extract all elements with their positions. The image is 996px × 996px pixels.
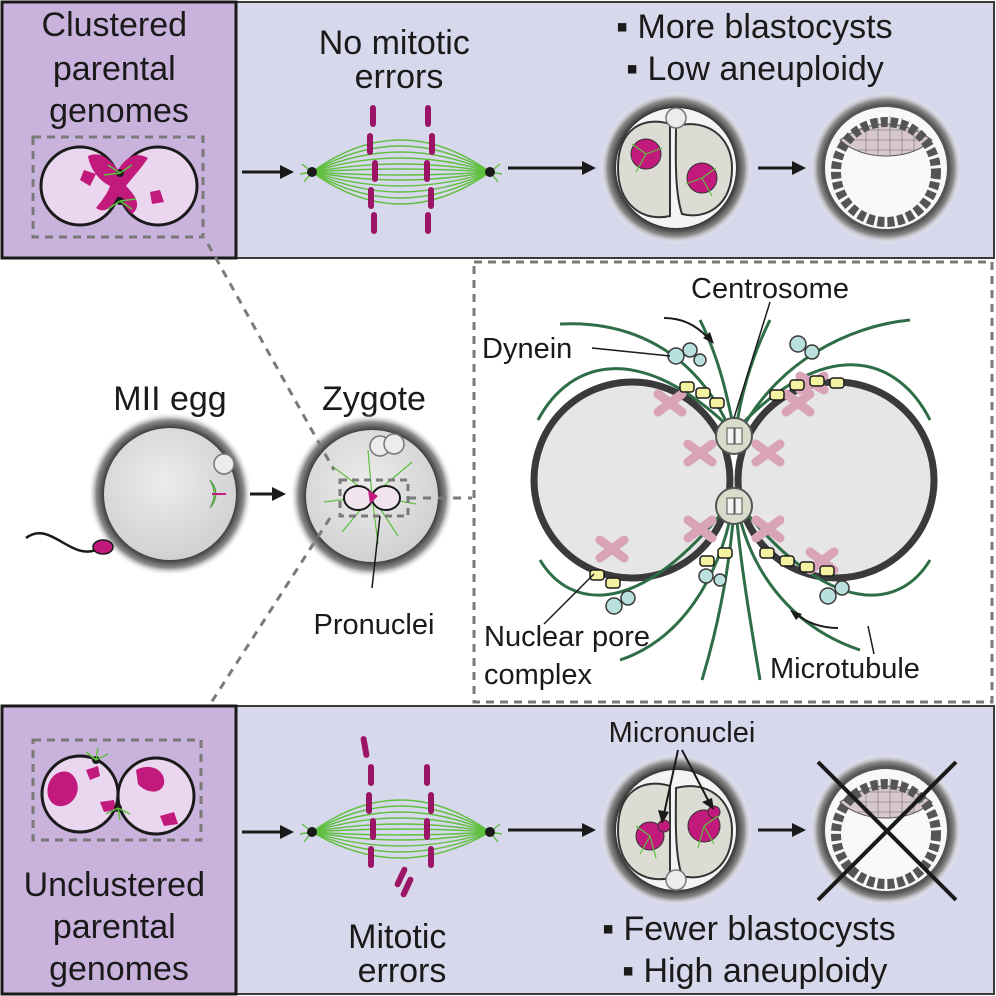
two-cell-embryo-normal: [600, 92, 752, 244]
clustered-pronuclei-illustration: [31, 135, 205, 239]
dynein-motors: [605, 335, 850, 615]
error-spindle: [299, 736, 503, 898]
micronuclei-label: Micronuclei: [609, 717, 756, 749]
zygote-label: Zygote: [322, 380, 426, 418]
pronuclei-label: Pronuclei: [314, 609, 435, 641]
mii-egg-label: MII egg: [113, 380, 226, 418]
clustered-genomes-box: [0, 0, 238, 260]
two-cell-embryo-micronuclei: [600, 749, 752, 906]
inset-zoom-panel: Centrosome Dynein Nuclear pore complex M…: [472, 260, 994, 704]
unclustered-pronuclei-illustration: [31, 738, 203, 842]
bottom-outcomes: ▪ Fewer blastocysts ▪ High aneuploidy: [602, 910, 905, 990]
top-panel: Clustered parental genomes No mitotic er…: [0, 0, 995, 260]
centrosomes: [715, 417, 753, 525]
mitotic-errors-label: Mitotic errors: [348, 918, 456, 990]
sperm: [25, 532, 114, 555]
bottom-arrows: [242, 823, 806, 839]
normal-spindle: [299, 105, 503, 234]
dynein-label: Dynein: [482, 333, 572, 365]
top-outcomes: ▪ More blastocysts ▪ Low aneuploidy: [616, 8, 902, 88]
unclustered-genomes-title: Unclustered parental genomes: [24, 866, 215, 988]
middle-section: MII egg Zygote: [25, 243, 994, 721]
nuclear-pore-complexes: [589, 375, 845, 589]
microtubule-label: Microtubule: [770, 653, 920, 685]
blastocyst-normal: [810, 92, 962, 244]
blastocyst-failed: [810, 754, 962, 906]
zygote: [290, 414, 454, 589]
mii-egg: [88, 412, 252, 576]
bottom-panel: Unclustered parental genomes: [0, 704, 995, 996]
nuclear-pore-complex-label: Nuclear pore complex: [484, 621, 658, 691]
centrosome-label: Centrosome: [691, 273, 849, 305]
zoom-connectors: [198, 243, 472, 721]
unclustered-genomes-box: [0, 704, 238, 996]
egg-to-zygote-arrow: [250, 487, 286, 501]
no-mitotic-errors-label: No mitotic errors: [319, 24, 480, 96]
top-arrows: [242, 161, 806, 179]
cross-mark-icon: [816, 760, 958, 902]
clustered-genomes-title: Clustered parental genomes: [42, 6, 197, 130]
